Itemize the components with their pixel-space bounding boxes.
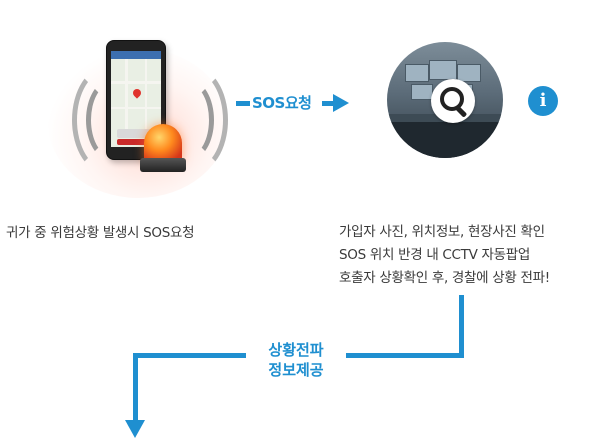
operator-action-line: 호출자 상황확인 후, 경찰에 상황 전파! [339, 270, 550, 286]
info-icon[interactable]: i [528, 86, 558, 116]
search-icon [431, 79, 475, 123]
phone-screen-map [111, 51, 161, 147]
search-lens [440, 87, 464, 111]
siren-icon [144, 124, 182, 162]
flow-line-vertical-top [459, 295, 464, 357]
siren-base [140, 158, 186, 172]
operator-action-line: 가입자 사진, 위치정보, 현장사진 확인 [339, 224, 545, 240]
operator-action-text: 가입자 사진, 위치정보, 현장사진 확인 SOS 위치 반경 내 CCTV 자… [339, 221, 550, 290]
signal-wave-left-outer [72, 66, 142, 174]
operator-action-line: SOS 위치 반경 내 CCTV 자동팝업 [339, 247, 531, 263]
flow-line-vertical-bottom [133, 353, 138, 425]
flow-label-line: 상황전파 [268, 341, 324, 359]
smartphone-map-icon [106, 40, 166, 160]
sos-request-label: SOS요청 [252, 94, 312, 112]
location-pin-icon [131, 87, 143, 99]
signal-wave-right-outer [158, 66, 228, 174]
signal-wave-right-inner [166, 80, 214, 160]
arrow-head-right-icon [333, 94, 349, 112]
signal-wave-left-inner [86, 80, 134, 160]
sos-phone-siren-illustration [48, 28, 228, 198]
sos-request-arrow: SOS요청 [236, 92, 354, 116]
arrow-shaft-left [236, 101, 250, 106]
flow-label-line: 정보제공 [268, 361, 324, 379]
search-handle [455, 105, 468, 118]
arrow-shaft-right [322, 101, 334, 106]
situation-dispatch-label: 상황전파 정보제공 [246, 340, 346, 380]
arrow-head-down-icon [125, 420, 145, 438]
sos-request-caption: 귀가 중 위험상황 발생시 SOS요청 [6, 225, 195, 241]
